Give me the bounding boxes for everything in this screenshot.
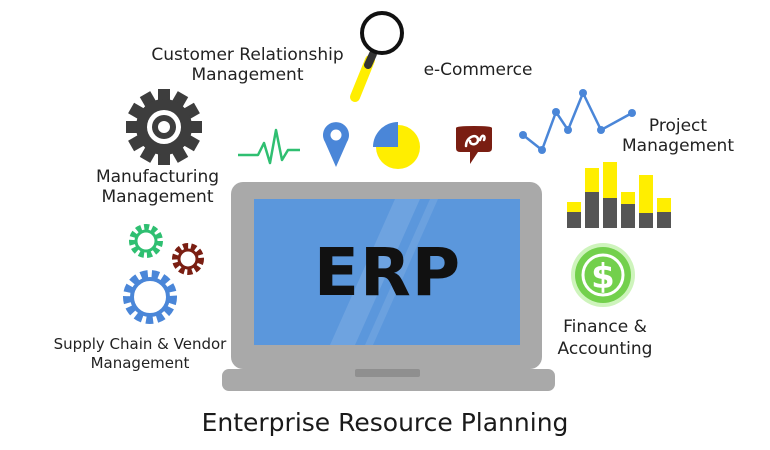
project-management-label: Project Management	[618, 116, 738, 156]
crm-label-line-1: Customer Relationship	[151, 45, 344, 65]
laptop-icon	[222, 182, 555, 391]
laptop-screen	[254, 199, 520, 345]
manufacturing-label-line-1: Manufacturing	[95, 167, 220, 187]
pie-chart-icon	[373, 122, 420, 169]
pulse-line-icon	[238, 128, 300, 165]
location-pin-icon	[323, 122, 350, 167]
ecommerce-label: e-Commerce	[408, 60, 548, 80]
crm-label-line-2: Management	[191, 65, 304, 85]
ecommerce-label-line-1: e-Commerce	[423, 60, 533, 80]
screen-glare	[330, 199, 420, 345]
dollar-sign: $	[591, 257, 615, 297]
red-gear-icon	[172, 243, 204, 275]
chat-bubble-icon	[456, 126, 492, 164]
manufacturing-label: Manufacturing Management	[80, 167, 235, 207]
supply-chain-label: Supply Chain & Vendor Management	[40, 335, 240, 373]
laptop-base	[222, 369, 555, 391]
finance-label-line-2: Accounting	[557, 339, 653, 359]
crm-label: Customer Relationship Management	[140, 45, 355, 85]
bar-chart-icon	[567, 162, 671, 228]
magnifier-icon	[350, 11, 404, 102]
diagram-caption: Enterprise Resource Planning	[201, 408, 569, 437]
supply-chain-label-line-2: Management	[90, 354, 190, 372]
blue-gear-icon	[123, 270, 177, 324]
green-gear-icon	[129, 224, 163, 258]
project-label-line-1: Project	[648, 116, 708, 136]
finance-label-line-1: Finance &	[563, 317, 647, 337]
project-label-line-2: Management	[622, 136, 734, 156]
line-chart-icon	[519, 89, 636, 154]
finance-accounting-label: Finance & Accounting	[545, 316, 665, 360]
dollar-coin-icon: $	[571, 243, 635, 307]
supply-chain-label-line-1: Supply Chain & Vendor	[53, 335, 227, 353]
screen-glare-thin	[365, 199, 438, 345]
laptop-base-notch	[355, 369, 420, 377]
screen-title: ERP	[313, 234, 462, 311]
manufacturing-label-line-2: Management	[101, 187, 214, 207]
gear-icon	[126, 89, 202, 165]
